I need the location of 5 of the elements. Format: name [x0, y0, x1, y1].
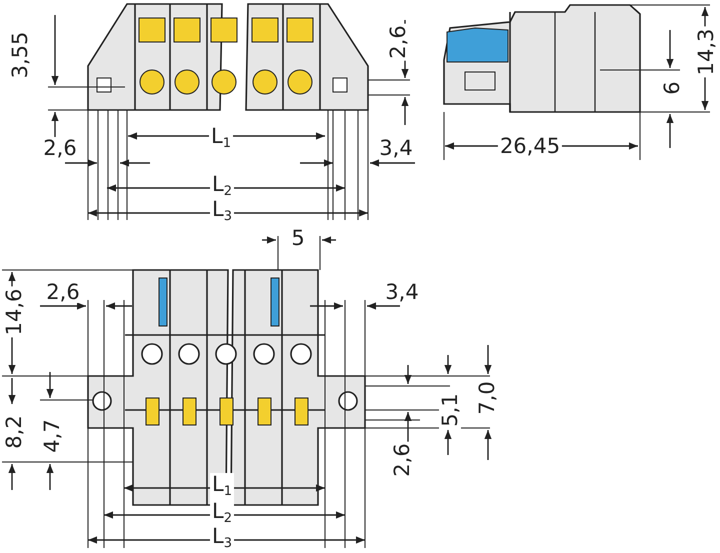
dimension-label: 14,6 [3, 286, 25, 338]
dimension-label: 2,6 [387, 23, 409, 61]
dimension-label: 26,45 [498, 135, 562, 157]
dimension-label: 14,3 [695, 26, 717, 78]
dimension-label: L$_{1}$ [210, 473, 234, 503]
